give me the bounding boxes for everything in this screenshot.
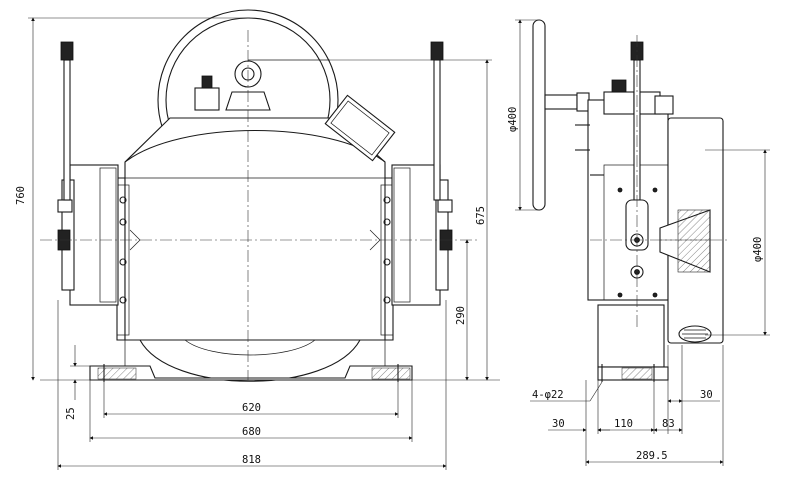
dim-675: 675 [475, 206, 487, 225]
side-view [532, 19, 730, 382]
dim-30-right: 30 [700, 389, 713, 401]
front-view [40, 9, 500, 382]
dim-sheave-dia: φ400 [752, 237, 764, 262]
dim-83: 83 [662, 418, 675, 430]
dim-110: 110 [614, 418, 633, 430]
side-dimensions: φ400 φ400 4-φ22 30 110 83 30 289.5 [507, 19, 770, 466]
dim-760: 760 [15, 186, 27, 205]
front-motor-body [116, 60, 396, 382]
front-left-brake [57, 41, 119, 306]
front-base [89, 340, 413, 382]
dim-289-5: 289.5 [636, 450, 668, 462]
side-handwheel [532, 19, 590, 211]
dim-818: 818 [242, 454, 261, 466]
dim-holes: 4-φ22 [532, 389, 564, 401]
dim-25: 25 [65, 407, 77, 420]
dim-30-left: 30 [552, 418, 565, 430]
dim-620: 620 [242, 402, 261, 414]
front-dimensions: 760 675 290 25 620 680 818 [15, 17, 492, 470]
side-base [597, 304, 712, 382]
dim-handwheel-dia: φ400 [507, 107, 519, 132]
dim-680: 680 [242, 426, 261, 438]
front-right-brake [391, 41, 453, 306]
dim-290: 290 [455, 306, 467, 325]
